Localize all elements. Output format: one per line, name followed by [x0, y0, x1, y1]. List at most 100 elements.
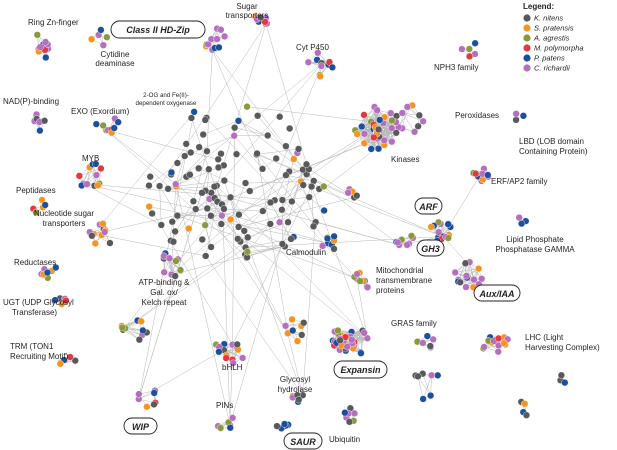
gene-node [226, 193, 235, 201]
legend-item-m-polymorpha: M. polymorpha [523, 44, 584, 53]
network-edge [455, 268, 479, 273]
gene-node [203, 204, 211, 213]
gene-node [51, 296, 59, 304]
label-aux-iaa: Aux/IAA [478, 289, 514, 299]
gene-node [458, 45, 466, 53]
gene-node [394, 238, 402, 247]
gene-node [143, 403, 151, 411]
gene-node [388, 116, 396, 125]
network-edge [256, 148, 299, 155]
gene-node [220, 176, 228, 185]
label-pins: PINs [216, 401, 233, 410]
gene-node [427, 371, 436, 379]
gene-node [171, 227, 179, 236]
network-edge [245, 181, 302, 184]
gene-node [172, 257, 180, 265]
network-edge [175, 155, 185, 185]
gene-node [353, 130, 361, 138]
gene-node [243, 248, 251, 256]
gene-node [160, 268, 168, 276]
gene-node [289, 326, 297, 335]
gene-node [375, 125, 383, 134]
gene-node [207, 212, 215, 220]
label-cyt-p450: Cyt P450 [296, 43, 329, 52]
gene-node [135, 336, 143, 344]
gene-node [465, 45, 473, 53]
gene-node [519, 112, 528, 120]
label-lhc-line1: LHC (Light [525, 333, 564, 342]
gene-node [234, 117, 243, 125]
gene-node [214, 163, 223, 172]
network-edge [216, 185, 368, 339]
label-lipid-line2: Phosphatase GAMMA [495, 245, 575, 254]
network-edge [247, 209, 283, 252]
gene-node [207, 243, 215, 251]
label-box-aux-iaa [473, 284, 521, 302]
gene-node [367, 145, 375, 153]
gene-node [75, 172, 83, 180]
gene-node [164, 185, 172, 193]
gene-node [66, 353, 74, 361]
gene-node [192, 205, 200, 213]
gene-node [145, 202, 153, 211]
gene-node [356, 277, 364, 285]
network-edge [417, 376, 424, 400]
network-edge [285, 174, 314, 182]
gene-node [456, 278, 464, 286]
legend-item-p-patens: P. patens [523, 54, 565, 63]
gene-node [336, 336, 344, 344]
label-box-arf [414, 197, 443, 215]
gene-node [114, 118, 122, 126]
gene-node [494, 334, 503, 342]
network-edge [282, 196, 310, 201]
gene-node [363, 283, 372, 291]
gene-node [189, 197, 198, 205]
label-peptidases: Peptidases [16, 186, 56, 195]
gene-node [168, 218, 176, 226]
legend-swatch-c-richardii [523, 64, 531, 72]
gene-node [387, 109, 395, 117]
network-edge [175, 151, 208, 185]
network-edge [422, 373, 431, 396]
gene-node [287, 235, 295, 243]
gene-node [319, 242, 327, 250]
gene-node [43, 269, 52, 277]
gene-node [254, 112, 262, 120]
label-kinases: Kinases [391, 155, 419, 164]
network-edge [287, 333, 304, 396]
label-ring-zn-finger: Ring Zn-finger [28, 18, 79, 27]
legend-item-a-agrestis: A. agrestis [523, 34, 570, 43]
label-box-saur [283, 432, 323, 450]
label-gh3: GH3 [421, 244, 440, 254]
gene-node [415, 111, 423, 119]
gene-node [414, 372, 422, 380]
gene-node [376, 116, 384, 124]
gene-node [462, 272, 471, 280]
gene-node [350, 409, 359, 417]
label-nph3: NPH3 family [434, 63, 478, 72]
label-lbd-line2: Containing Protein) [519, 147, 588, 156]
gene-node [451, 268, 459, 277]
gene-node [423, 332, 431, 340]
network-edge [265, 23, 307, 165]
family-labels: Ring Zn-finger Class II HD-Zip Sugar tra… [3, 2, 600, 450]
network-edge [93, 208, 208, 235]
gene-node [187, 148, 195, 157]
gene-node [231, 124, 239, 132]
gene-node [41, 201, 49, 209]
label-calmodulin: Calmodulin [286, 248, 326, 257]
network-edge [205, 255, 303, 396]
gene-node [202, 252, 210, 260]
gene-node [185, 224, 193, 233]
gene-node [92, 171, 101, 179]
label-mito-line1: Mitochondrial [376, 266, 424, 275]
gene-node [373, 106, 381, 114]
gene-node [500, 339, 508, 347]
gene-node [288, 315, 296, 324]
gene-node [56, 360, 64, 368]
label-atp-line3: Kelch repeat [142, 298, 188, 307]
gene-node [561, 379, 569, 387]
gene-node [110, 124, 118, 132]
label-glyco-line1: Glycosyl [280, 375, 310, 384]
